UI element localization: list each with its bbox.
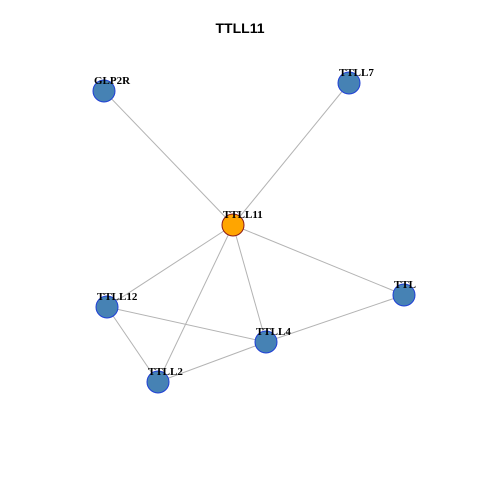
node-glp2r [92,79,116,103]
node-label-glp2r: GLP2R [94,75,131,87]
node-label-ttl: TTL [394,279,416,291]
node-ttll2 [146,370,170,394]
edge-ttll11-ttll2 [157,224,234,383]
edge-ttll11-ttll4 [232,224,267,343]
node-ttll12 [95,295,119,319]
node-layer [92,71,416,394]
edge-ttll2-ttll4 [157,341,267,383]
edge-layer [103,82,405,383]
node-label-ttll4: TTLL4 [256,326,291,338]
edge-ttll12-ttll2 [106,306,159,383]
edge-ttll11-ttll12 [106,224,234,308]
node-ttll11 [221,213,245,237]
edge-ttll12-ttll4 [106,306,267,343]
edge-ttll4-ttl [265,294,405,343]
node-label-ttll7: TTLL7 [339,67,374,79]
node-label-ttll12: TTLL12 [97,291,138,303]
node-label-ttll11: TTLL11 [223,209,263,221]
node-ttll7 [337,71,361,95]
edge-ttll11-ttll7 [232,82,350,226]
edge-ttll11-glp2r [103,90,234,226]
node-label-ttll2: TTLL2 [148,366,183,378]
node-ttll4 [254,330,278,354]
graph-title: TTLL11 [215,20,265,36]
node-ttl [392,283,416,307]
edge-ttll11-ttl [232,224,405,296]
